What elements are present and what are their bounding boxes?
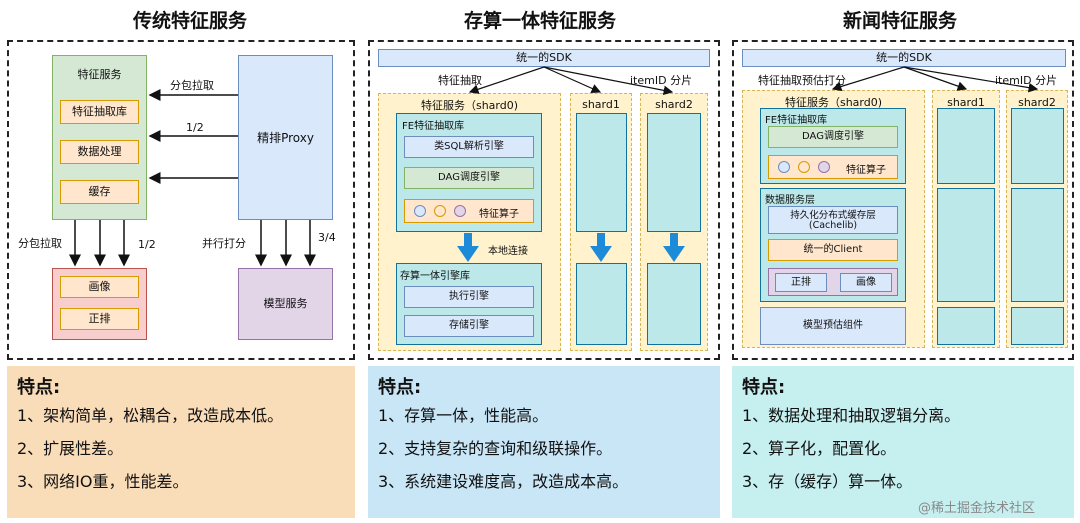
panel2-notes: 特点: 1、存算一体，性能高。 2、支持复杂的查询和级联操作。 3、系统建设难度…	[368, 366, 720, 518]
panel2-fe-lib-label: FE特征抽取库	[402, 121, 465, 132]
panel2-sql-engine-box: 类SQL解析引擎	[404, 136, 534, 158]
panel1-title: 传统特征服务	[132, 10, 247, 32]
panel2-engine-lib-label: 存算一体引擎库	[400, 271, 470, 282]
parallel-label: 并行打分	[202, 237, 246, 250]
panel3-operator-box	[768, 155, 898, 179]
panel2-sdk-box: 统一的SDK	[378, 49, 710, 67]
panel2-shard0-label: 特征服务（shard0)	[420, 99, 519, 112]
fetch-top-label: 分包拉取	[170, 79, 214, 92]
panel3-cache-layer-box	[768, 206, 898, 234]
panel3-operator-dot-purple	[818, 161, 830, 173]
panel2-note-1: 1、存算一体，性能高。	[378, 406, 549, 425]
fetch-left-label: 分包拉取	[18, 237, 62, 250]
panel2-itemid-label: itemID 分片	[630, 74, 693, 87]
panel2-title: 存算一体特征服务	[463, 10, 616, 32]
panel3-note-1: 1、数据处理和抽取逻辑分离。	[742, 406, 961, 425]
panel2-operator-dot-blue	[414, 205, 426, 217]
panel2-note-2: 2、支持复杂的查询和级联操作。	[378, 439, 613, 458]
panel3-cache-layer-line1: 持久化分布式缓存层	[790, 210, 876, 221]
panel2-dag-engine-box: DAG调度引擎	[404, 167, 534, 189]
data-proc-box: 数据处理	[60, 140, 139, 164]
panel1-arrows	[69, 89, 316, 267]
proxy-box: 精排Proxy	[238, 55, 333, 220]
panel3-notes-title: 特点:	[742, 377, 786, 398]
inverted-box: 正排	[60, 308, 139, 330]
panel2-local-conn-label: 本地连接	[488, 246, 528, 257]
panel2-extract-label: 特征抽取	[438, 74, 482, 87]
panel2-notes-title: 特点:	[378, 377, 422, 398]
panel3-model-component-box: 模型预估组件	[760, 307, 906, 345]
panel3-sdk-box: 统一的SDK	[742, 49, 1066, 67]
panel1-note-3: 3、网络IO重，性能差。	[17, 472, 189, 491]
panel3-operator-dot-blue	[778, 161, 790, 173]
three-quarters-label: 3/4	[318, 231, 336, 244]
panel2-local-arrows	[457, 233, 685, 262]
watermark: @稀土掘金技术社区	[918, 501, 1036, 516]
model-service-box: 模型服务	[238, 268, 333, 340]
panel3-note-2: 2、算子化，配置化。	[742, 439, 897, 458]
panel1-note-2: 2、扩展性差。	[17, 439, 124, 458]
panel3-data-layer-label: 数据服务层	[765, 195, 815, 206]
cache-box: 缓存	[60, 180, 139, 204]
panel3-operator-label: 特征算子	[846, 165, 886, 176]
panel3-shard2-lower	[1011, 307, 1064, 345]
panel3-shard0-label: 特征服务（shard0)	[784, 96, 883, 109]
panel3-shard1-middle	[937, 188, 995, 302]
panel3-sdk-arrows	[831, 66, 1039, 93]
panel3-inverted-box: 正排	[775, 273, 827, 292]
panel1-notes: 特点: 1、架构简单，松耦合，改造成本低。 2、扩展性差。 3、网络IO重，性能…	[7, 366, 355, 518]
panel3-note-3: 3、存（缓存）算一体。	[742, 472, 913, 491]
panel2-shard1-lower	[576, 263, 627, 345]
panel3-fe-lib-label: FE特征抽取库	[765, 115, 828, 126]
panel3-portrait-box: 画像	[840, 273, 892, 292]
panel1-note-1: 1、架构简单，松耦合，改造成本低。	[17, 406, 284, 425]
panel3-arrows	[831, 66, 1039, 93]
panel1-arrow-lines	[69, 89, 316, 267]
half-bottom-label: 1/2	[138, 238, 156, 251]
panel3-operator-dot-orange	[798, 161, 810, 173]
panel2-storage-engine-box: 存储引擎	[404, 315, 534, 337]
panel3-shard2-label: shard2	[1018, 96, 1056, 109]
panel2-shard1-label: shard1	[582, 98, 620, 111]
half-top-label: 1/2	[186, 121, 204, 134]
panel3-dag-engine-box: DAG调度引擎	[768, 126, 898, 148]
panel3-shard1-upper	[937, 108, 995, 184]
panel2-exec-engine-box: 执行引擎	[404, 286, 534, 308]
panel3-frame	[732, 40, 1074, 360]
panel3-notes: 特点: 1、数据处理和抽取逻辑分离。 2、算子化，配置化。 3、存（缓存）算一体…	[732, 366, 1074, 518]
portrait-box: 画像	[60, 276, 139, 298]
panel3-extract-label: 特征抽取预估打分	[758, 74, 846, 87]
panel2-frame	[368, 40, 720, 360]
panel2-shard2-label: shard2	[655, 98, 693, 111]
panel1-notes-title: 特点:	[17, 377, 61, 398]
panel2-operator-dot-orange	[434, 205, 446, 217]
panel2-operator-dot-purple	[454, 205, 466, 217]
panel2-arrows	[457, 66, 685, 262]
panel3-shard1-lower	[937, 307, 995, 345]
panel3-title: 新闻特征服务	[842, 10, 957, 32]
panel3-shard2-upper	[1011, 108, 1064, 184]
panel2-shard2-upper	[647, 113, 701, 232]
panel3-shard2-middle	[1011, 188, 1064, 302]
panel3-cache-layer-line2: (Cachelib)	[808, 220, 858, 231]
panel2-note-3: 3、系统建设难度高，改造成本高。	[378, 472, 629, 491]
extract-lib-box: 特征抽取库	[60, 100, 139, 124]
panel3-shard1-label: shard1	[947, 96, 985, 109]
panel1-frame	[7, 40, 355, 360]
panel2-shard2-lower	[647, 263, 701, 345]
panel3-itemid-label: itemID 分片	[995, 74, 1058, 87]
panel2-operator-label: 特征算子	[479, 209, 519, 220]
panel2-shard1-upper	[576, 113, 627, 232]
panel2-sdk-arrows	[468, 66, 674, 96]
feature-service-label: 特征服务	[77, 68, 122, 81]
panel3-client-box: 统一的Client	[768, 239, 898, 261]
